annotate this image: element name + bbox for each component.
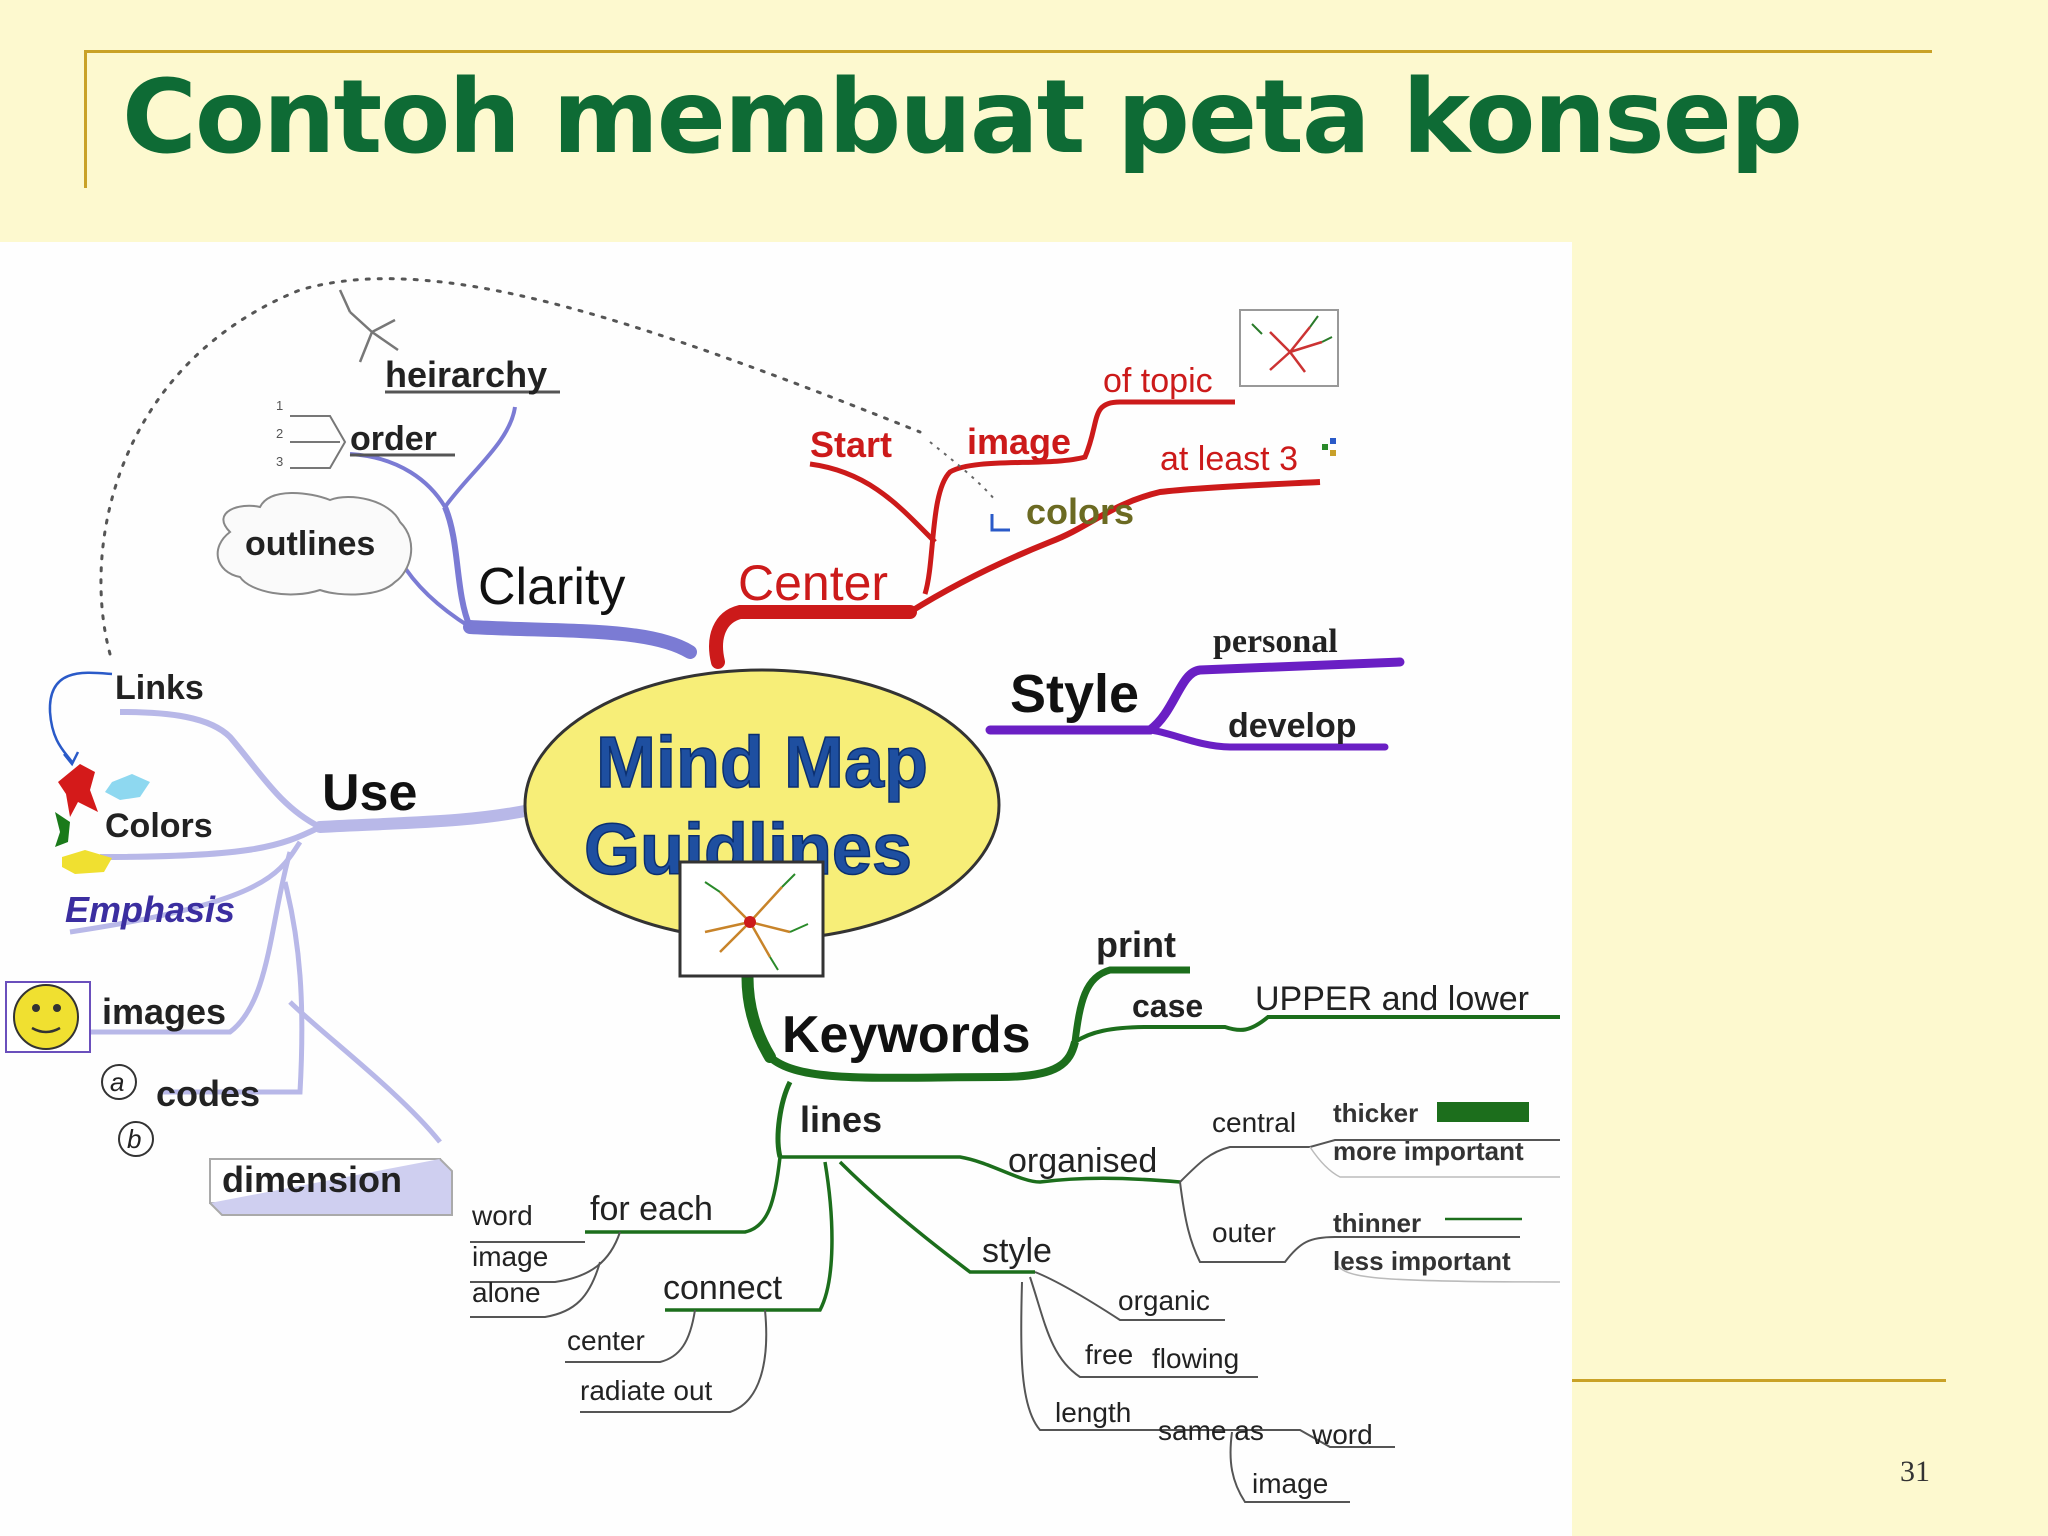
order-label: order (350, 420, 437, 458)
colors-use-label: Colors (105, 807, 213, 845)
center-title-line1: Mind Map (596, 723, 928, 803)
lines-label: lines (800, 1099, 882, 1140)
outlines-label: outlines (245, 525, 375, 563)
center-branch: Center Start image of topic colors at le… (709, 309, 1339, 669)
outer-label: outer (1212, 1217, 1276, 1248)
personal-label: personal (1213, 623, 1338, 660)
for-each-label: for each (590, 1190, 713, 1228)
thinner-label: thinner (1333, 1208, 1421, 1238)
image-length-label: image (1252, 1468, 1328, 1499)
mind-map-panel: 1 2 3 Clarity heirarchy order outlines C… (0, 242, 1572, 1536)
colors-dotted-connector (929, 441, 996, 501)
flowing-label: flowing (1152, 1343, 1239, 1374)
print-label: print (1096, 924, 1176, 965)
use-label: Use (322, 764, 417, 822)
connect-label: connect (663, 1269, 783, 1307)
heirarchy-label: heirarchy (385, 354, 547, 395)
central-label: central (1212, 1107, 1296, 1138)
page-number: 31 (1900, 1455, 1930, 1488)
develop-label: develop (1228, 707, 1356, 745)
mind-map-diagram: 1 2 3 Clarity heirarchy order outlines C… (5, 277, 1561, 1503)
style-branch: Style personal develop (985, 623, 1405, 751)
of-topic-label: of topic (1103, 362, 1213, 400)
less-important-label: less important (1333, 1246, 1511, 1276)
organic-label: organic (1118, 1285, 1210, 1316)
dotted-link-arc (99, 277, 922, 656)
central-topic: Mind Map Guidlines (523, 668, 1001, 978)
center-label: Center (738, 555, 888, 611)
code-a-label: a (110, 1067, 124, 1097)
clarity-branch: 1 2 3 Clarity heirarchy order outlines (216, 289, 697, 659)
svg-text:2: 2 (276, 426, 283, 441)
keywords-label: Keywords (782, 1006, 1031, 1064)
thicker-label: thicker (1333, 1098, 1418, 1128)
title-frame (84, 50, 1932, 188)
case-label: case (1132, 988, 1203, 1024)
at-least-label: at least 3 (1160, 440, 1298, 478)
emphasis-label: Emphasis (65, 889, 235, 930)
free-label: free (1085, 1339, 1133, 1370)
more-important-label: more important (1333, 1136, 1524, 1166)
style-label: Style (1010, 664, 1139, 724)
svg-text:1: 1 (276, 398, 283, 413)
upper-lower-label: UPPER and lower (1255, 980, 1529, 1018)
keywords-branch: Keywords print case UPPER and lower line… (470, 924, 1561, 1503)
start-label: Start (810, 424, 892, 465)
length-label: length (1055, 1397, 1131, 1428)
slide-title: Contoh membuat peta konsep (122, 58, 1803, 177)
svg-text:3: 3 (276, 454, 283, 469)
alone-label: alone (472, 1277, 541, 1308)
style-line-label: style (982, 1232, 1052, 1270)
images-label: images (102, 991, 226, 1032)
dimension-label: dimension (222, 1159, 402, 1200)
word-length-label: word (1311, 1419, 1373, 1450)
code-b-label: b (127, 1124, 141, 1154)
use-branch: Use Links Colors Emphasis images codes a… (5, 669, 536, 1216)
radiate-out-label: radiate out (580, 1375, 713, 1406)
center-line-label: center (567, 1325, 645, 1356)
word-label: word (471, 1200, 533, 1231)
image-label: image (967, 421, 1071, 462)
image-line-label: image (472, 1241, 548, 1272)
colors-center-label: colors (1026, 491, 1134, 532)
clarity-label: Clarity (478, 558, 625, 616)
links-label: Links (115, 669, 204, 707)
same-as-label: same as (1158, 1415, 1264, 1446)
footer-rule (1572, 1379, 1946, 1382)
codes-label: codes (156, 1073, 260, 1114)
organised-label: organised (1008, 1142, 1157, 1180)
